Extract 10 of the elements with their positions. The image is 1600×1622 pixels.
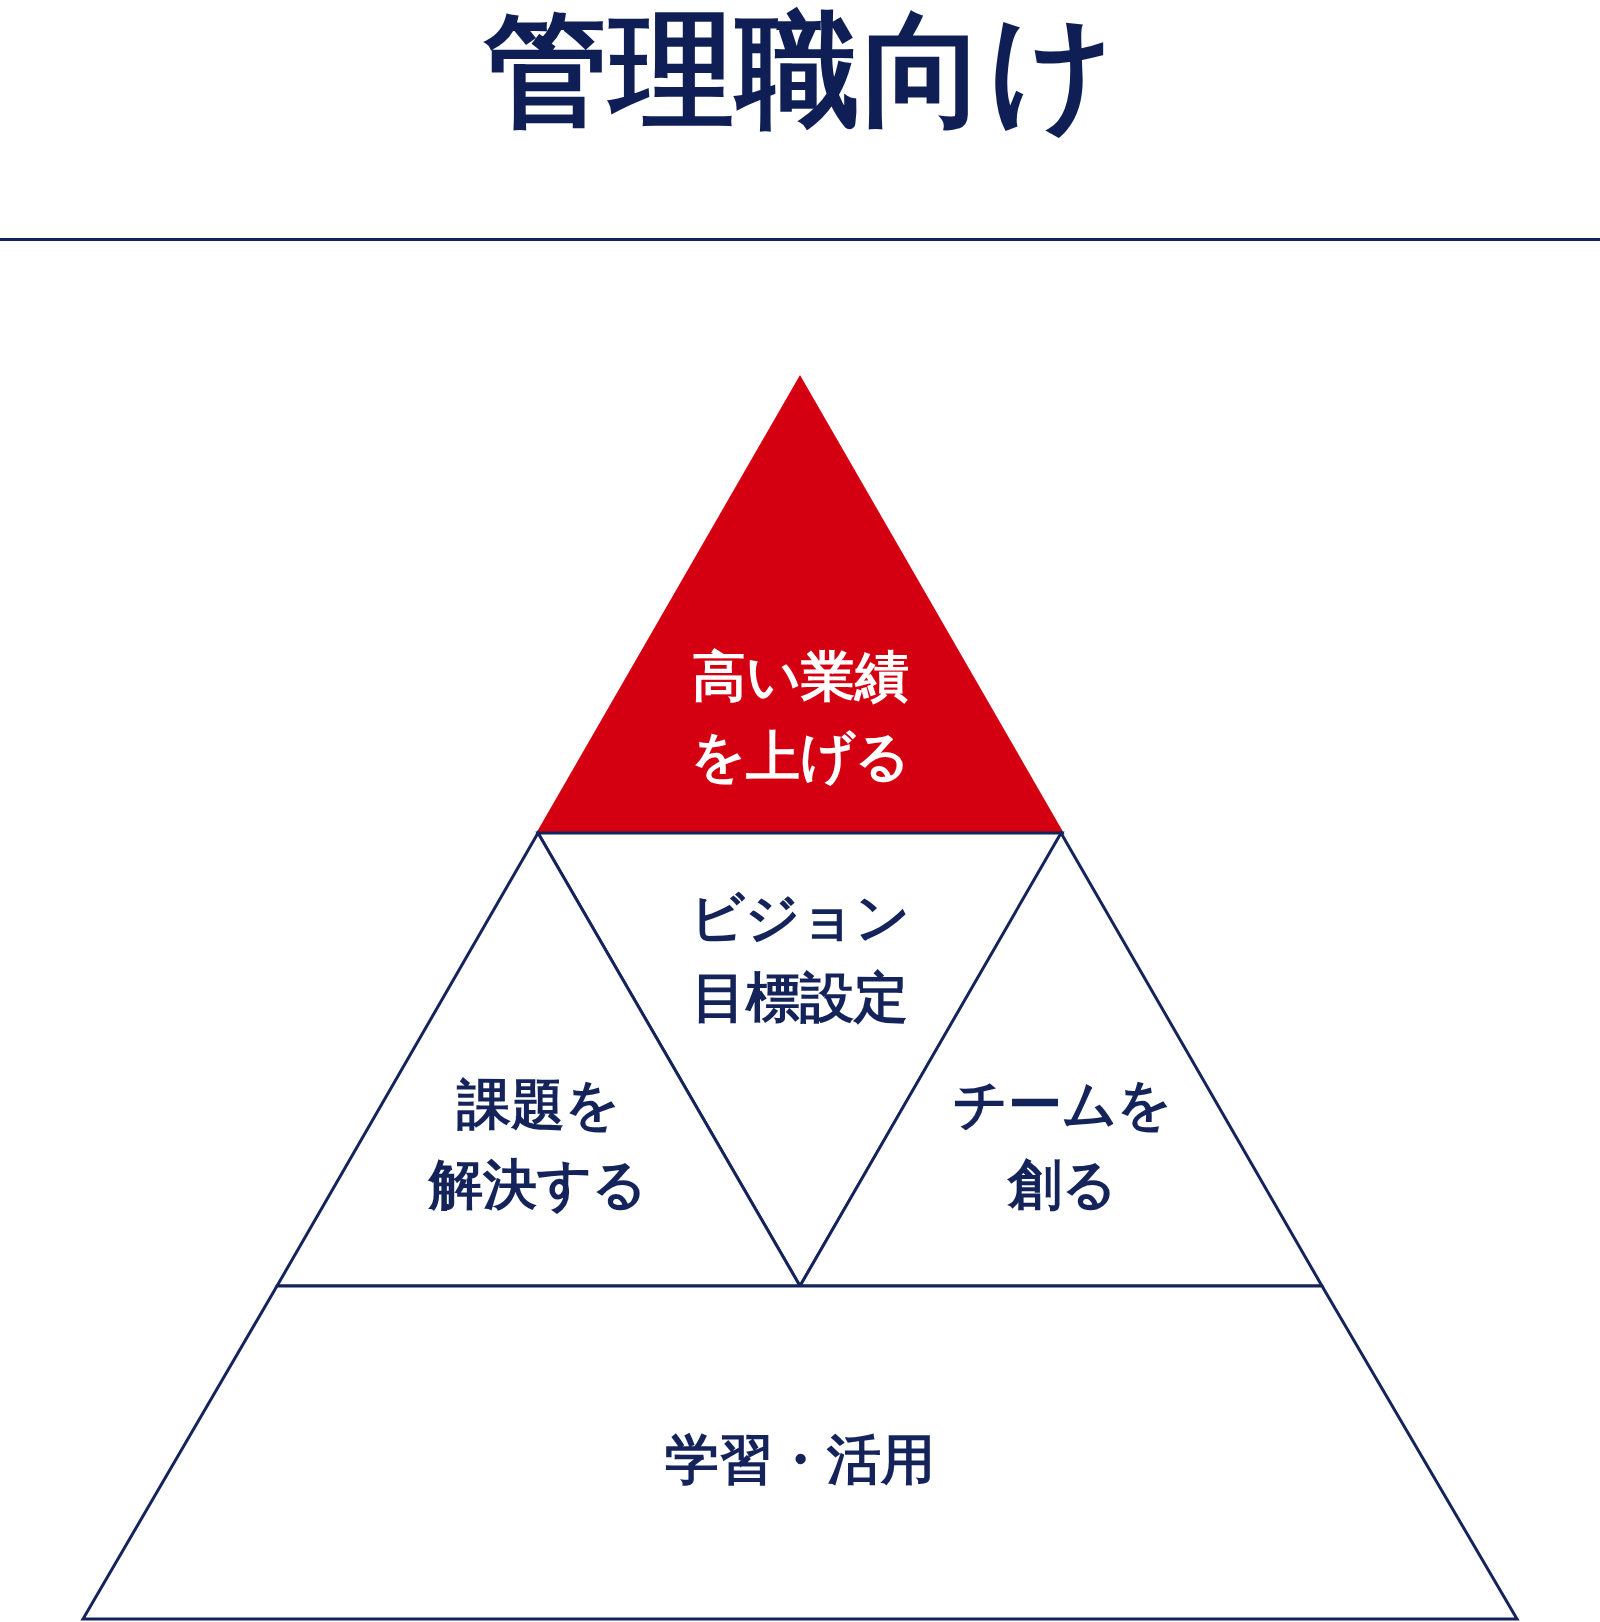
- title: 管理職向け: [482, 0, 1118, 140]
- segment-label: チームを創る: [952, 1072, 1172, 1218]
- segment-label: 課題を解決する: [429, 1072, 647, 1218]
- base-trapezoid: [83, 1286, 1517, 1619]
- segment-label: 高い業績を上げる: [690, 644, 910, 790]
- right-triangle: [800, 833, 1322, 1286]
- segment-label: 学習・活用: [665, 1427, 935, 1493]
- apex-triangle: [538, 378, 1062, 833]
- segment-label: ビジョン目標設定: [690, 885, 910, 1031]
- left-triangle: [277, 833, 800, 1286]
